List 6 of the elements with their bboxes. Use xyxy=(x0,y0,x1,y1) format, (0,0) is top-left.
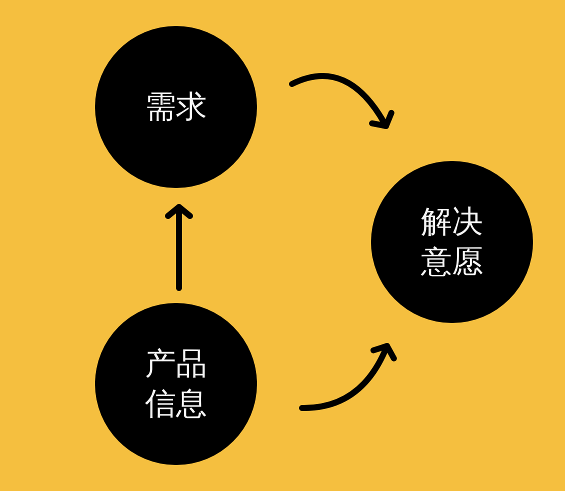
arrow xyxy=(165,204,193,291)
arrow xyxy=(299,343,396,411)
node-label: 需求 xyxy=(144,88,208,127)
arrow xyxy=(289,73,394,129)
node-label: 产品信息 xyxy=(144,345,208,424)
node-label: 解决意愿 xyxy=(420,203,484,282)
